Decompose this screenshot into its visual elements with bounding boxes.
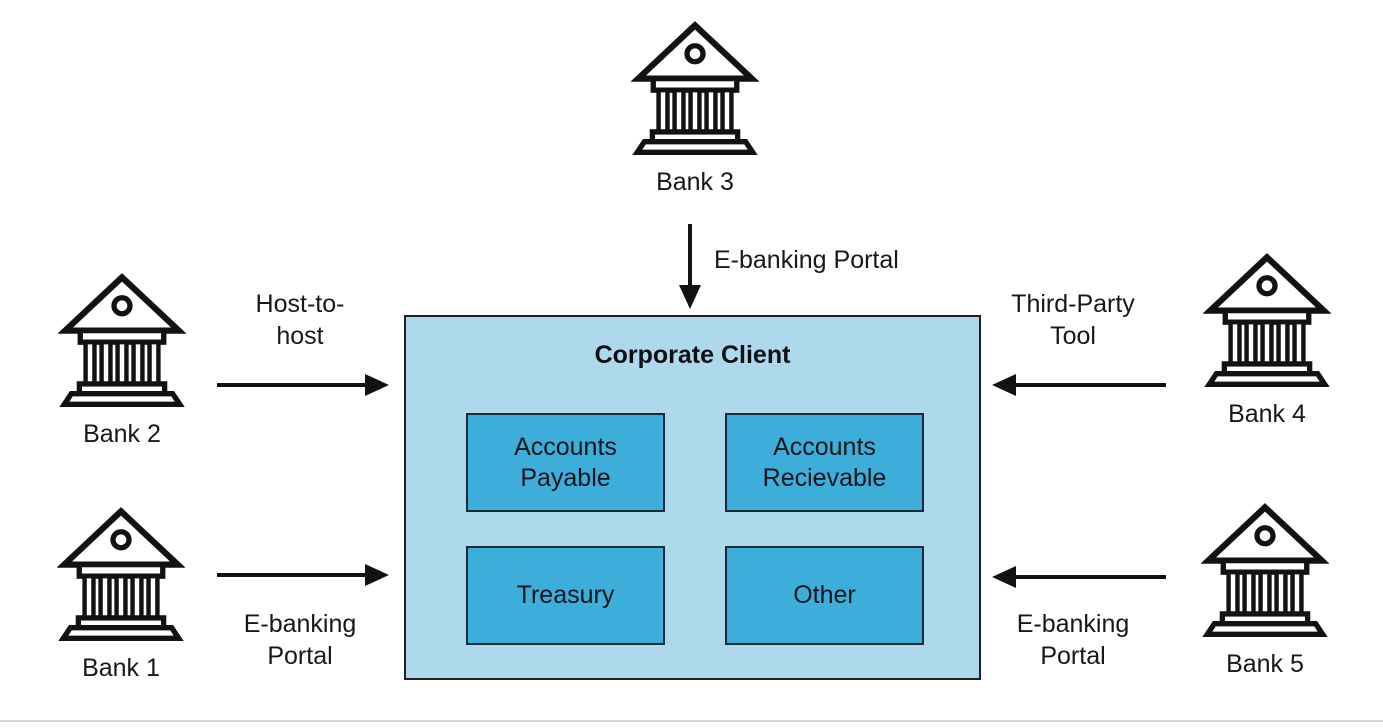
module-accounts-receivable: Accounts Recievable bbox=[725, 413, 924, 512]
bank-2-group: Bank 2 bbox=[47, 272, 197, 449]
arrowhead-right-icon bbox=[365, 564, 389, 586]
bottom-divider bbox=[0, 720, 1383, 722]
bank-building-icon bbox=[1203, 252, 1331, 387]
arrow-bank2-to-client bbox=[217, 383, 367, 387]
arrowhead-left-icon bbox=[992, 374, 1016, 396]
bank-building-icon bbox=[1201, 502, 1329, 637]
corporate-client-box: Corporate Client Accounts Payable Accoun… bbox=[404, 315, 981, 680]
arrow-bank4-to-client bbox=[1016, 383, 1166, 387]
arrow-bank5-to-client bbox=[1016, 575, 1166, 579]
bank-building-icon bbox=[57, 506, 185, 641]
bank-4-label: Bank 4 bbox=[1228, 400, 1306, 428]
connection-label-third-party-tool: Third-Party Tool bbox=[1011, 290, 1135, 350]
module-treasury: Treasury bbox=[466, 546, 665, 645]
bank-1-label: Bank 1 bbox=[82, 654, 160, 682]
corporate-client-title: Corporate Client bbox=[594, 341, 791, 369]
arrow-bank3-to-client bbox=[688, 224, 692, 287]
connection-label-host-to-host: Host-to- host bbox=[255, 290, 345, 350]
connection-label-ebanking-portal-top: E-banking Portal bbox=[714, 246, 899, 274]
arrowhead-down-icon bbox=[679, 285, 701, 309]
bank-2-label: Bank 2 bbox=[83, 420, 161, 448]
arrow-bank1-to-client bbox=[217, 573, 367, 577]
bank-3-label: Bank 3 bbox=[656, 168, 734, 196]
connection-label-ebanking-portal-right: E-banking Portal bbox=[1016, 610, 1130, 670]
bank-building-icon bbox=[58, 272, 186, 407]
module-accounts-payable: Accounts Payable bbox=[466, 413, 665, 512]
arrowhead-left-icon bbox=[992, 566, 1016, 588]
bank-3-group: Bank 3 bbox=[620, 20, 770, 197]
bank-building-icon bbox=[631, 20, 759, 155]
bank-5-label: Bank 5 bbox=[1226, 650, 1304, 678]
bank-4-group: Bank 4 bbox=[1192, 252, 1342, 429]
connection-label-ebanking-portal-left: E-banking Portal bbox=[243, 610, 357, 670]
bank-5-group: Bank 5 bbox=[1190, 502, 1340, 679]
arrowhead-right-icon bbox=[365, 374, 389, 396]
bank-1-group: Bank 1 bbox=[46, 506, 196, 683]
module-other: Other bbox=[725, 546, 924, 645]
